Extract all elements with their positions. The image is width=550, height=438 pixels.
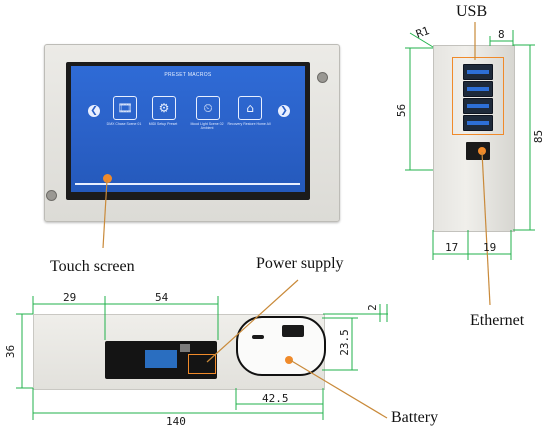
prev-arrow-icon: ❮	[88, 105, 100, 117]
dim-17-text: 17	[445, 241, 459, 254]
ethernet-label: Ethernet	[470, 312, 525, 329]
dim-8-text: 8	[498, 28, 505, 41]
macro-caption: DMX Chase Scene 01	[106, 122, 142, 126]
screen-progress-bar	[75, 183, 300, 185]
dim-56-text: 56	[395, 103, 409, 118]
board-module	[145, 350, 177, 368]
dim-54-text: 54	[155, 291, 169, 304]
macro-caption: Mood Light Scene 02 Ambient	[190, 122, 224, 130]
usb-port	[463, 115, 493, 131]
dim-29-text: 29	[63, 291, 77, 304]
power-supply-leader	[206, 279, 299, 363]
dim-2-text: 2	[365, 304, 379, 311]
screen-title: PRESET MACROS	[164, 72, 212, 78]
dim-85-text: 85	[532, 129, 546, 144]
touch-screen-display	[71, 66, 305, 192]
battery-leader	[289, 359, 388, 419]
touch-screen-marker	[103, 174, 112, 183]
r1-dimension-line	[409, 32, 434, 48]
gear-icon: ⚙	[152, 96, 176, 120]
power-supply-highlight-box	[188, 354, 216, 374]
usb-label: USB	[456, 3, 488, 20]
usb-port	[463, 81, 493, 97]
usb-highlight-box	[452, 57, 504, 135]
power-supply-label: Power supply	[256, 255, 344, 272]
screw-icon	[317, 72, 328, 83]
battery-label: Battery	[391, 409, 439, 426]
board-chip	[180, 344, 190, 352]
touch-screen-leader	[102, 179, 108, 249]
dim-23-5-text: 23.5	[337, 329, 351, 356]
usb-port	[463, 98, 493, 114]
battery-usbc-port	[252, 335, 264, 339]
battery-outline	[236, 316, 326, 376]
dim-140-text: 140	[166, 415, 186, 428]
macro-caption: MIDI Setup Preset	[148, 122, 178, 126]
ethernet-leader	[481, 151, 491, 306]
next-arrow-icon: ❯	[278, 105, 290, 117]
home-icon: ⌂	[238, 96, 262, 120]
battery-marker	[285, 356, 293, 364]
ethernet-marker	[478, 147, 486, 155]
dim-36-text: 36	[4, 344, 18, 359]
usb-port	[463, 64, 493, 80]
dim-19-text: 19	[483, 241, 497, 254]
battery-usb-port	[282, 325, 304, 337]
screw-icon	[46, 190, 57, 201]
clock-icon: ⏲	[196, 96, 220, 120]
film-icon: 🎞	[113, 96, 137, 120]
macro-caption: Recovery Restore Home All	[227, 122, 271, 126]
dim-42-5-text: 42.5	[262, 392, 289, 405]
touch-screen-label: Touch screen	[50, 258, 135, 275]
